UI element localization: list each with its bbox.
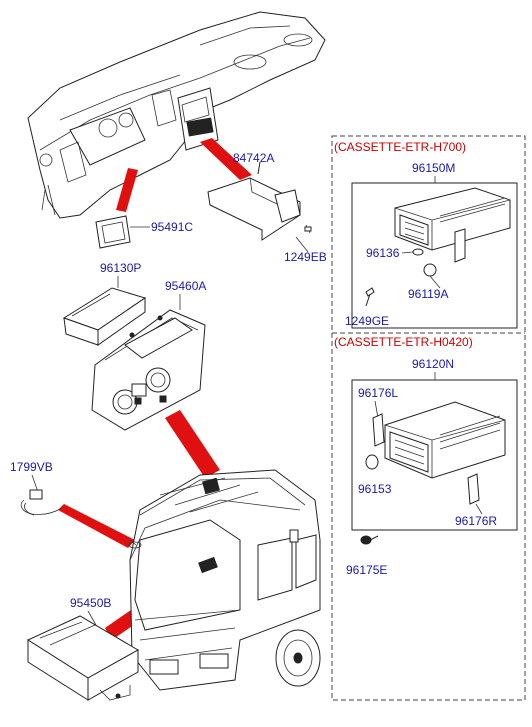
- pocket-84742A: [207, 161, 312, 241]
- dashed-outline: [331, 135, 526, 701]
- switch-95491C: [95, 215, 131, 249]
- lamp-96130P: [62, 287, 147, 346]
- part-label-1249GE: 1249GE: [345, 314, 389, 328]
- screw-96175E: [360, 535, 379, 545]
- part-label-96130P: 96130P: [100, 261, 141, 275]
- part-label-96136: 96136: [366, 246, 400, 260]
- bracket-96176R: [467, 473, 480, 505]
- assembly-label-96120N: 96120N: [412, 357, 454, 371]
- box-title-h0420: (CASSETTE-ETR-H0420): [334, 335, 473, 349]
- part-label-1799VB: 1799VB: [10, 460, 53, 474]
- cassette-deck-h700: [394, 187, 511, 263]
- pointer-arrow: [165, 410, 220, 478]
- part-label-1249EB: 1249EB: [284, 250, 327, 264]
- pointer-arrow: [200, 138, 252, 180]
- pointer-arrow: [58, 504, 135, 548]
- part-label-96153: 96153: [358, 482, 392, 496]
- part-label-95460A: 95460A: [165, 279, 206, 293]
- overhead-console-95460A: [91, 309, 206, 431]
- truck-cab-illustration: [128, 469, 321, 691]
- pointer-arrow: [116, 168, 138, 212]
- part-label-95491C: 95491C: [151, 220, 193, 234]
- module-95450B: [26, 615, 140, 701]
- assembly-frame-h0420: [351, 379, 518, 531]
- bracket-96176L: [372, 413, 385, 447]
- assembly-frame-h700: [351, 182, 518, 329]
- screw-1249GE: [365, 287, 375, 307]
- part-label-96119A: 96119A: [408, 287, 448, 301]
- radio-deck-h0420: [384, 401, 506, 479]
- dashboard-illustration: [27, 11, 326, 219]
- part-label-96176L: 96176L: [358, 386, 398, 400]
- assembly-label-96150M: 96150M: [412, 161, 455, 175]
- connector-1799VB: [20, 489, 63, 516]
- part-label-96176R: 96176R: [455, 514, 497, 528]
- part-label-84742A: 84742A: [233, 151, 274, 165]
- part-label-96175E: 96175E: [346, 563, 387, 577]
- box-title-h700: (CASSETTE-ETR-H700): [334, 140, 466, 154]
- part-label-95450B: 95450B: [70, 596, 111, 610]
